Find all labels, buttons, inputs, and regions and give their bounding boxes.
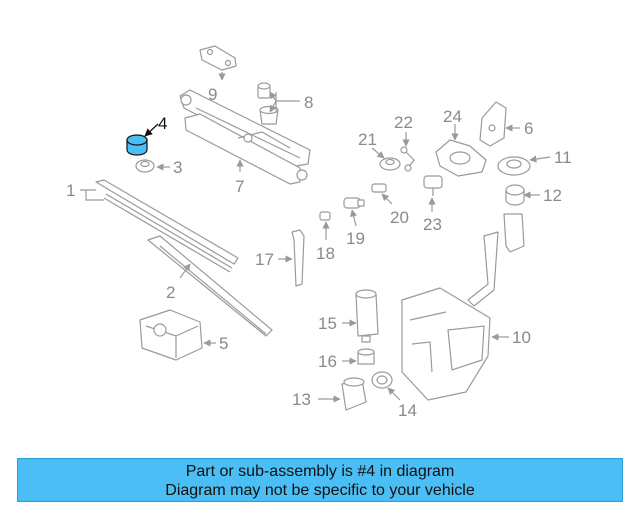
callout-19: 19 (346, 229, 365, 248)
part-6-bracket (479, 101, 507, 147)
part-11-seal (497, 156, 531, 176)
part-14-seal-ring (371, 371, 393, 389)
callout-11: 11 (554, 148, 572, 167)
banner-line-disclaimer: Diagram may not be specific to your vehi… (165, 482, 475, 499)
part-20-connector (371, 183, 387, 193)
callout-17: 17 (255, 250, 274, 269)
callout-4: 4 (158, 114, 167, 133)
callout-10: 10 (512, 328, 531, 347)
callout-3: 3 (173, 158, 182, 177)
callout-23: 23 (423, 215, 442, 234)
part-5-wiper-motor (139, 309, 203, 361)
callout-22: 22 (394, 113, 413, 132)
callout-24: 24 (443, 107, 462, 126)
part-13-pump-unit (341, 377, 367, 411)
callout-12: 12 (543, 186, 562, 205)
part-9-bracket (199, 45, 237, 71)
part-1-wiper-blade (95, 179, 239, 273)
part-17-hose (291, 229, 305, 287)
callout-7: 7 (235, 177, 244, 196)
callout-6: 6 (524, 119, 533, 138)
leader-lines (80, 72, 551, 403)
callout-18: 18 (316, 244, 335, 263)
part-15-pump (355, 289, 379, 343)
info-banner: Part or sub-assembly is #4 in diagram Di… (17, 458, 623, 502)
part-21-grommet (379, 157, 401, 171)
part-19-check-valve (343, 197, 365, 209)
callout-14: 14 (398, 401, 417, 420)
callout-15: 15 (318, 314, 337, 333)
part-22-hose-connector (400, 146, 415, 172)
callout-9: 9 (208, 85, 217, 104)
part-7-linkage-frame (179, 89, 311, 185)
part-18-plug (319, 211, 331, 221)
part-2-wiper-arm (147, 235, 273, 337)
callout-5: 5 (219, 334, 228, 353)
callout-8: 8 (304, 93, 313, 112)
callout-1: 1 (66, 181, 75, 200)
part-3-nut (135, 159, 155, 173)
callout-2: 2 (166, 283, 175, 302)
part-4-cap-highlighted (126, 134, 148, 156)
callout-16: 16 (318, 352, 337, 371)
part-10-reservoir (401, 213, 525, 401)
banner-line-part-number: Part or sub-assembly is #4 in diagram (185, 463, 455, 480)
callout-labels: 9 8 4 3 1 7 2 5 24 6 11 12 22 21 20 23 1… (66, 85, 572, 420)
callout-13: 13 (292, 390, 311, 409)
part-12-filler-cap (505, 184, 525, 206)
part-24-nozzle-assembly (435, 139, 487, 177)
parts-diagram: 9 8 4 3 1 7 2 5 24 6 11 12 22 21 20 23 1… (66, 45, 572, 420)
part-16-grommet (357, 348, 375, 365)
callout-21: 21 (358, 130, 377, 149)
callout-20: 20 (390, 208, 409, 227)
part-23-tee-fitting (423, 175, 443, 196)
